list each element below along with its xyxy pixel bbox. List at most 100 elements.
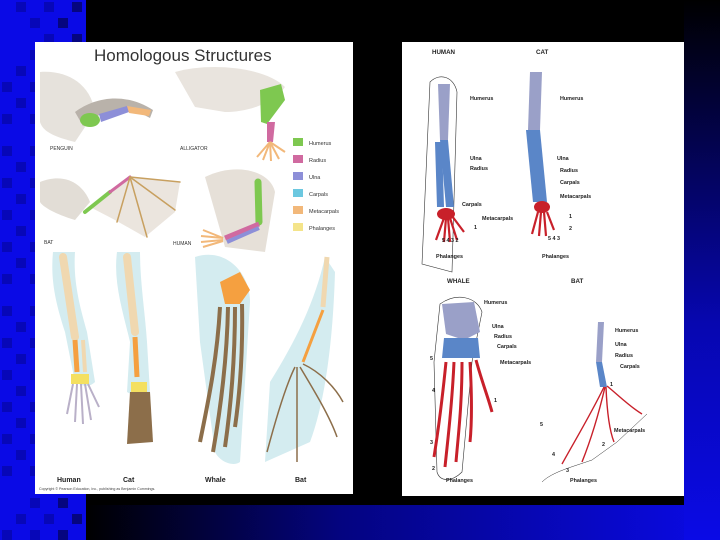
bat-radius-label: Radius <box>615 353 633 359</box>
decorative-square <box>16 386 26 396</box>
slide-bottom-band <box>86 505 720 540</box>
human-ulna-label: Ulna <box>470 156 483 162</box>
human-humerus-label: Humerus <box>470 96 493 102</box>
whale-radius-label: Radius <box>494 334 512 340</box>
cat-header: CAT <box>536 49 548 56</box>
cat-digit-2: 2 <box>569 226 572 232</box>
decorative-square <box>30 18 40 28</box>
decorative-square <box>16 258 26 268</box>
cat-digit-numbers: 5 4 3 <box>548 236 560 242</box>
decorative-square <box>16 162 26 172</box>
legend-label: Carpals <box>309 192 328 198</box>
human-digit-1: 1 <box>474 225 477 231</box>
limb-label: Cat <box>123 477 135 484</box>
legend-label: Metacarpals <box>309 209 339 215</box>
decorative-square <box>2 466 12 476</box>
decorative-square <box>16 98 26 108</box>
legend-swatch <box>293 155 303 163</box>
bat-digit-3: 3 <box>566 468 569 474</box>
bat-label: BAT <box>44 240 53 246</box>
decorative-square <box>16 226 26 236</box>
whale-digit-4: 4 <box>432 388 435 394</box>
bat-wing-membrane <box>90 177 180 237</box>
decorative-square <box>16 322 26 332</box>
decorative-square <box>2 114 12 124</box>
cat-arm <box>526 72 554 236</box>
whale-limb <box>195 255 250 464</box>
human-header: HUMAN <box>432 49 456 56</box>
bat-body <box>40 178 90 220</box>
human-torso <box>205 169 275 252</box>
decorative-square <box>2 146 12 156</box>
decorative-square <box>2 242 12 252</box>
whale-humerus-label: Humerus <box>484 300 507 306</box>
decorative-square <box>2 530 12 540</box>
cat-humerus-label: Humerus <box>560 96 583 102</box>
whale-phalanges-label: Phalanges <box>446 478 473 484</box>
homologous-structures-chart: Homologous Structures PENGUIN ALLIGATOR … <box>35 42 353 494</box>
human-radius-label: Radius <box>470 166 488 172</box>
cat-digit-1: 1 <box>569 214 572 220</box>
decorative-square <box>58 498 68 508</box>
limb-bone-diagram: HUMAN CAT WHALE BAT <box>402 42 684 496</box>
decorative-square <box>2 402 12 412</box>
bat-ulna-label: Ulna <box>615 342 628 348</box>
bat-metacarpals-label: Metacarpals <box>614 428 645 434</box>
human-carpals-label: Carpals <box>462 202 482 208</box>
alligator-radius <box>267 122 275 142</box>
penguin-humerus <box>80 113 100 127</box>
limb-comparison-diagram: HUMAN CAT WHALE BAT <box>402 42 684 496</box>
copyright-text: Copyright © Pearson Education, Inc., pub… <box>39 487 155 491</box>
whale-ulna-label: Ulna <box>492 324 505 330</box>
alligator-label: ALLIGATOR <box>180 146 208 152</box>
legend-swatch <box>293 172 303 180</box>
whale-digit-2: 2 <box>432 466 435 472</box>
cat-phalanges-label: Phalanges <box>542 254 569 260</box>
whale-metacarpals-label: Metacarpals <box>500 360 531 366</box>
penguin-label: PENGUIN <box>50 146 73 152</box>
bat-wing <box>542 322 647 482</box>
decorative-square <box>16 418 26 428</box>
legend-swatch <box>293 223 303 231</box>
legend-label: Ulna <box>309 175 321 181</box>
legend-swatch <box>293 189 303 197</box>
bat-digit-1: 1 <box>610 382 613 388</box>
decorative-square <box>16 66 26 76</box>
whale-digit-3: 3 <box>430 440 433 446</box>
whale-digit-1: 1 <box>494 398 497 404</box>
decorative-square <box>2 434 12 444</box>
alligator-digits <box>257 142 285 161</box>
bone-legend: HumerusRadiusUlnaCarpalsMetacarpalsPhala… <box>293 138 339 232</box>
human-hand <box>201 230 223 247</box>
limb-label: Bat <box>295 477 307 484</box>
cat-ulna-label: Ulna <box>557 156 570 162</box>
bat-phalanges-label: Phalanges <box>570 478 597 484</box>
whale-carpals-label: Carpals <box>497 344 517 350</box>
cat-carpals-label: Carpals <box>560 180 580 186</box>
figure-title: Homologous Structures <box>94 46 272 65</box>
decorative-square <box>2 178 12 188</box>
human-label: HUMAN <box>173 241 192 247</box>
decorative-square <box>72 2 82 12</box>
decorative-square <box>2 370 12 380</box>
whale-flipper <box>434 297 492 479</box>
decorative-square <box>2 210 12 220</box>
decorative-square <box>2 306 12 316</box>
decorative-square <box>2 274 12 284</box>
decorative-square <box>2 338 12 348</box>
bat-digit-2: 2 <box>602 442 605 448</box>
bat-digit-4: 4 <box>552 452 555 458</box>
bat-humerus-label: Humerus <box>615 328 638 334</box>
decorative-square <box>2 82 12 92</box>
human-limb <box>52 252 99 424</box>
decorative-square <box>44 2 54 12</box>
human-digit-numbers: 5 4 3 2 <box>442 238 459 244</box>
alligator-humerus <box>260 84 285 124</box>
bat-limb <box>265 257 343 462</box>
human-metacarpals-label: Metacarpals <box>482 216 513 222</box>
legend-swatch <box>293 206 303 214</box>
homology-illustration: Homologous Structures PENGUIN ALLIGATOR … <box>35 42 353 494</box>
cat-limb <box>116 252 153 444</box>
bat-header: BAT <box>571 278 583 285</box>
legend-label: Phalanges <box>309 226 335 232</box>
